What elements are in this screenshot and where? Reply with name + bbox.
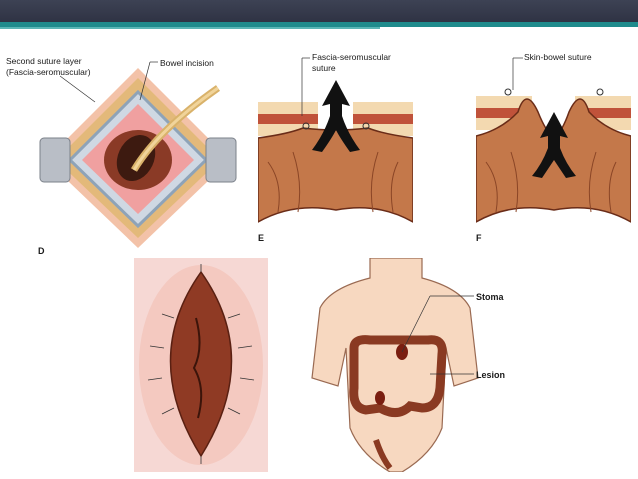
leader-lines-body (401, 295, 474, 375)
top-title-bar (0, 0, 638, 22)
label-skin-bowel-suture: Skin-bowel suture (524, 52, 592, 62)
label-fascia-seromuscular-suture: suture (312, 63, 336, 73)
panel-e-illustration (258, 80, 413, 223)
title-bar-accent (0, 22, 638, 27)
stoma-closeup-illustration (134, 258, 268, 472)
leader-line-e (301, 57, 310, 116)
panel-d-illustration (39, 68, 237, 248)
label-lesion: Lesion (476, 370, 506, 380)
label-fascia-seromuscular: Fascia-seromuscular (312, 52, 391, 62)
panel-f-illustration (476, 88, 631, 223)
leader-lines-d (59, 61, 158, 103)
label-stoma: Stoma (476, 292, 504, 302)
panel-e-letter: E (258, 233, 265, 243)
title-bar-stripe (0, 27, 380, 29)
leader-line-f (512, 57, 523, 90)
panel-f-letter: F (476, 233, 482, 243)
label-second-suture-layer: Second suture layer (6, 56, 82, 66)
torso-colon-illustration (311, 258, 479, 472)
panel-d-letter: D (38, 246, 45, 256)
label-bowel-incision: Bowel incision (160, 58, 214, 68)
label-second-suture-layer-detail: (Fascia-seromuscular) (6, 67, 91, 77)
